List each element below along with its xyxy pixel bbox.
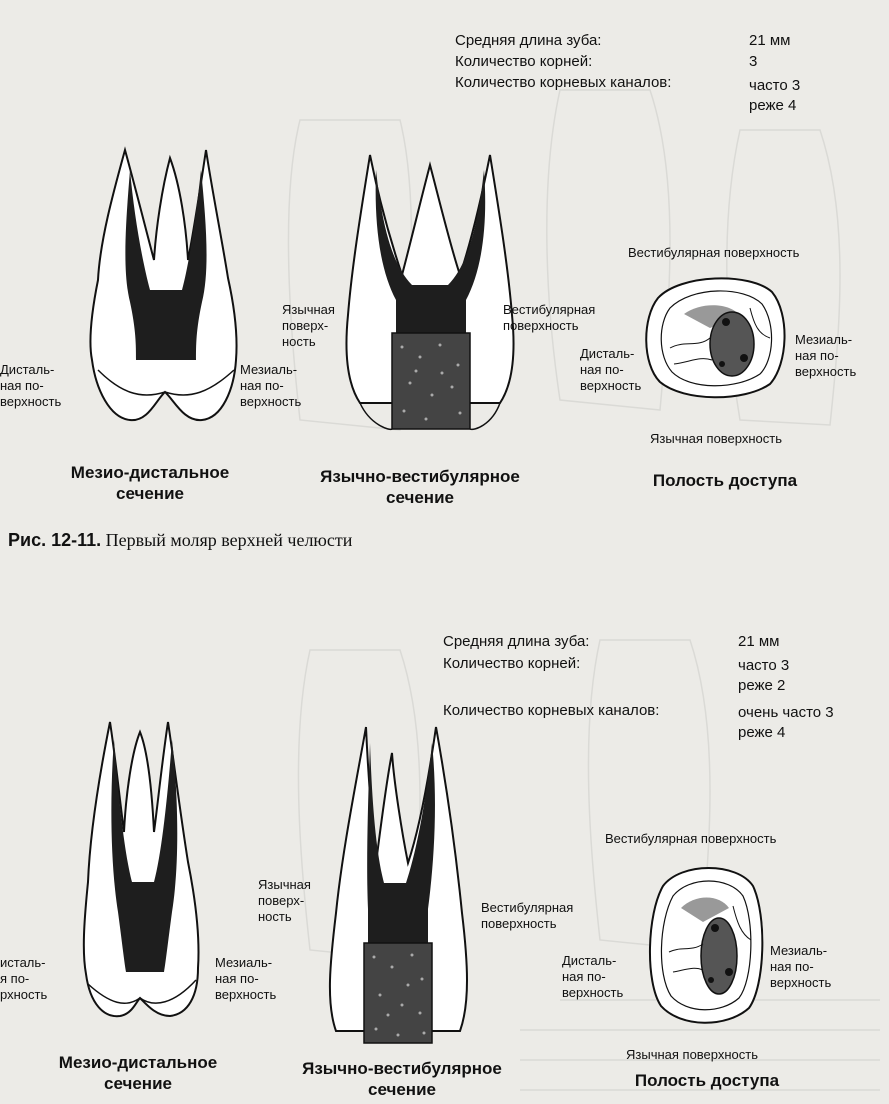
bottom-access-label-lingual: Язычная поверхность [626,1047,758,1063]
bottom-caption-mesiodistal: Мезио-дистальное сечение [38,1052,238,1094]
bottom-spec-canals-value: очень часто 3 реже 4 [738,703,834,743]
top-spec-canals-value: часто 3 реже 4 [749,76,800,116]
top-spec-length-label: Средняя длина зуба: [455,31,601,51]
bottom-spec-length-value: 21 мм [738,632,779,652]
top-access-label-lingual: Язычная поверхность [650,431,782,447]
top-caption-access: Полость доступа [640,470,810,491]
bottom-label-mesial-surface: Мезиаль- ная по- верхность [215,955,276,1003]
top-caption-mesiodistal: Мезио-дистальное сечение [50,462,250,504]
bottom-linguovestibular-section-drawing [312,713,484,1055]
bottom-access-label-mesial: Мезиаль- ная по- верхность [770,943,831,991]
bottom-spec-roots-label: Количество корней: [443,654,580,674]
top-mesiodistal-section-drawing [70,130,260,430]
bottom-label-vestibular-surface: Вестибулярная поверхность [481,900,573,932]
bottom-label-distal-surface: исталь- я по- рхность [0,955,47,1003]
bottom-mesiodistal-section-drawing [70,712,210,1032]
top-label-lingual-surface: Язычная поверх- ность [282,302,335,350]
bottom-access-label-vestibular: Вестибулярная поверхность [605,831,776,847]
figure-title: Первый моляр верхней челюсти [101,530,352,550]
bottom-caption-access: Полость доступа [622,1070,792,1091]
top-linguovestibular-section-drawing [330,135,530,435]
top-caption-linguovestibular: Язычно-вестибулярное сечение [300,466,540,508]
top-spec-roots-label: Количество корней: [455,52,592,72]
top-access-label-distal: Дисталь- ная по- верхность [580,346,641,394]
figure-caption: Рис. 12-11. Первый моляр верхней челюсти [8,529,352,551]
top-access-label-vestibular: Вестибулярная поверхность [628,245,799,261]
top-label-vestibular-surface: Вестибулярная поверхность [503,302,595,334]
top-spec-roots-value: 3 [749,52,757,72]
bottom-access-cavity-drawing [645,856,765,1031]
bottom-access-label-distal: Дисталь- ная по- верхность [562,953,623,1001]
top-access-label-mesial: Мезиаль- ная по- верхность [795,332,856,380]
bottom-spec-roots-value: часто 3 реже 2 [738,656,789,696]
bottom-caption-linguovestibular: Язычно-вестибулярное сечение [282,1058,522,1100]
bottom-label-lingual-surface: Язычная поверх- ность [258,877,311,925]
top-spec-length-value: 21 мм [749,31,790,51]
top-label-mesial-surface: Мезиаль- ная по- верхность [240,362,301,410]
top-label-distal-surface: Дисталь- ная по- верхность [0,362,61,410]
top-spec-canals-label: Количество корневых каналов: [455,73,671,93]
figure-number: Рис. 12-11. [8,530,101,550]
top-access-cavity-drawing [640,268,790,403]
bottom-spec-length-label: Средняя длина зуба: [443,632,589,652]
